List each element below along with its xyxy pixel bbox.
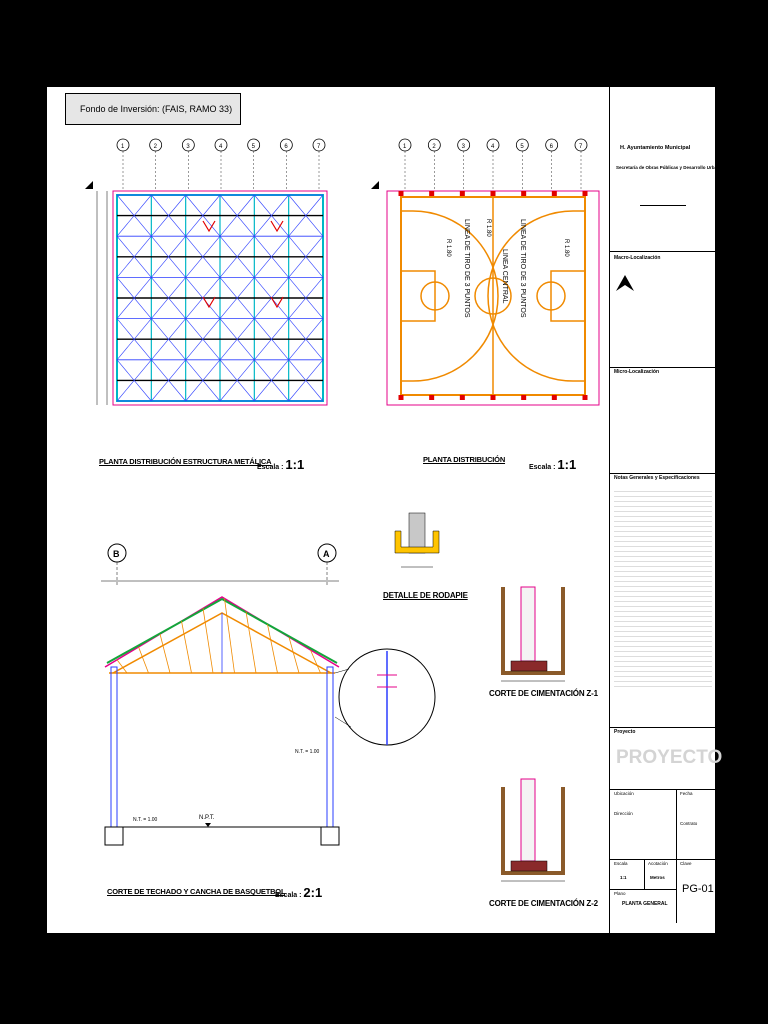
- column-marker: [398, 395, 404, 400]
- court-label-center: LINEA CENTRAL: [501, 249, 508, 304]
- grid-bubble-number: 5: [252, 144, 256, 150]
- column-marker: [521, 191, 527, 196]
- column-marker: [429, 395, 435, 400]
- tb-dept: Secretaría de Obras Públicas y Desarroll…: [616, 165, 723, 170]
- tb-proyecto-label: Proyecto: [614, 729, 636, 735]
- level-left: N.T. = 1.00: [133, 817, 158, 823]
- grid-bubble-number: 6: [284, 144, 288, 150]
- cimentacion-z2: [501, 778, 565, 882]
- roof-truss: [116, 598, 321, 674]
- court-columns: [398, 191, 588, 400]
- tb-plano: Plano: [614, 891, 626, 896]
- axis-a-label: A: [323, 549, 330, 559]
- court-label-3pt-left: LINEA DE TIRO DE 3 PUNTOS: [463, 219, 470, 318]
- column-marker: [551, 395, 557, 400]
- tb-contrato: Contrato: [680, 821, 698, 826]
- cimentacion-z1: [501, 586, 565, 682]
- fondo-box: Fondo de Inversión: (FAIS, RAMO 33): [65, 93, 241, 125]
- tb-direccion: Dirección: [614, 811, 633, 816]
- tb-entity: H. Ayuntamiento Municipal: [620, 145, 691, 151]
- tb-proyecto-value: PROYECTO: [616, 747, 723, 768]
- tb-fecha: Fecha: [680, 791, 693, 796]
- section-caption: CORTE DE TECHADO Y CANCHA DE BASQUETBOL: [107, 887, 286, 896]
- column-marker: [582, 395, 588, 400]
- cimentacion-z1-caption: CORTE DE CIMENTACIÓN Z-1: [489, 689, 598, 698]
- grid-bubble-number: 5: [520, 144, 524, 150]
- tb-escala-value: 1:1: [620, 875, 627, 880]
- tb-ubicacion: Ubicación: [614, 791, 634, 796]
- grid-bubble-number: 2: [432, 144, 436, 150]
- tb-clave: Clave: [680, 861, 692, 866]
- court-plan: 1 2 3 4 5 6 7 LINEA DE TIRO DE 3 PUNTOS LINEA …: [371, 138, 600, 406]
- grid-bubble-number: 3: [462, 144, 466, 150]
- tb-acotacion-value: Metros: [650, 875, 665, 880]
- cimentacion-z2-caption: CORTE DE CIMENTACIÓN Z-2: [489, 899, 598, 908]
- tb-micro: Micro-Localización: [614, 369, 660, 375]
- column-marker: [551, 191, 557, 196]
- level-right: N.T. = 1.00: [295, 749, 320, 755]
- grid-bubbles: 1 2 3 4 5 6 7: [116, 138, 326, 189]
- column-marker: [459, 395, 465, 400]
- section-scale: Escala : 2:1: [275, 885, 323, 900]
- grid-bubble-number: 4: [491, 144, 495, 150]
- struct-plan-caption: PLANTA DISTRIBUCIÓN ESTRUCTURA METÁLICA: [99, 457, 272, 466]
- tb-clave-value: PG-01: [682, 883, 714, 895]
- grid-bubble-number: 6: [550, 144, 554, 150]
- grid-bubble-number: 7: [317, 144, 321, 150]
- grid-bubble-number: 3: [186, 144, 190, 150]
- tb-acotacion: Acotación: [648, 861, 668, 866]
- struct-plan-scale: Escala : 1:1: [257, 457, 305, 472]
- rodapie-caption: DETALLE DE RODAPIE: [383, 591, 468, 600]
- grid-bubble-number: 4: [219, 144, 223, 150]
- column-marker: [398, 191, 404, 196]
- grid-bubbles: 1 2 3 4 5 6 7: [398, 138, 588, 189]
- npt-label: N.P.T.: [199, 815, 215, 821]
- court-label-r-2: R 1.80: [485, 219, 491, 237]
- roof-section: B A N.P.T. N.T. = 1.00 N.T. = 1.00: [101, 543, 436, 846]
- drawing-sheet: Fondo de Inversión: (FAIS, RAMO 33) 1 2 3 4…: [44, 84, 723, 936]
- column-marker: [521, 395, 527, 400]
- tb-notes: Notas Generales y Especificaciones: [614, 475, 700, 481]
- column-marker: [459, 191, 465, 196]
- grid-bubble-number: 1: [403, 144, 407, 150]
- structure-plan: 1 2 3 4 5 6 7: [85, 138, 328, 406]
- grid-bubble-number: 7: [579, 144, 583, 150]
- axis-b-label: B: [113, 549, 120, 559]
- column-marker: [582, 191, 588, 196]
- column-marker: [490, 395, 496, 400]
- court-plan-scale: Escala : 1:1: [529, 457, 577, 472]
- column-marker: [429, 191, 435, 196]
- tb-escala: Escala: [614, 861, 628, 866]
- notes-text-block: [614, 487, 712, 687]
- court-plan-caption: PLANTA DISTRIBUCIÓN: [423, 455, 506, 464]
- title-block: H. Ayuntamiento Municipal Secretaría de …: [609, 87, 723, 933]
- grid-bubble-number: 1: [121, 144, 125, 150]
- court-label-r-1: R 1.80: [445, 239, 451, 257]
- court-label-r-3: R 1.80: [563, 239, 569, 257]
- rodapie-detail: [394, 512, 440, 568]
- grid-bubble-number: 2: [154, 144, 158, 150]
- steel-frame: [116, 194, 324, 402]
- north-arrow-icon: [616, 275, 634, 291]
- court-label-3pt-right: LINEA DE TIRO DE 3 PUNTOS: [519, 219, 526, 318]
- tb-macro: Macro-Localización: [614, 255, 661, 261]
- tb-plano-value: PLANTA GENERAL: [622, 901, 668, 907]
- column-marker: [490, 191, 496, 196]
